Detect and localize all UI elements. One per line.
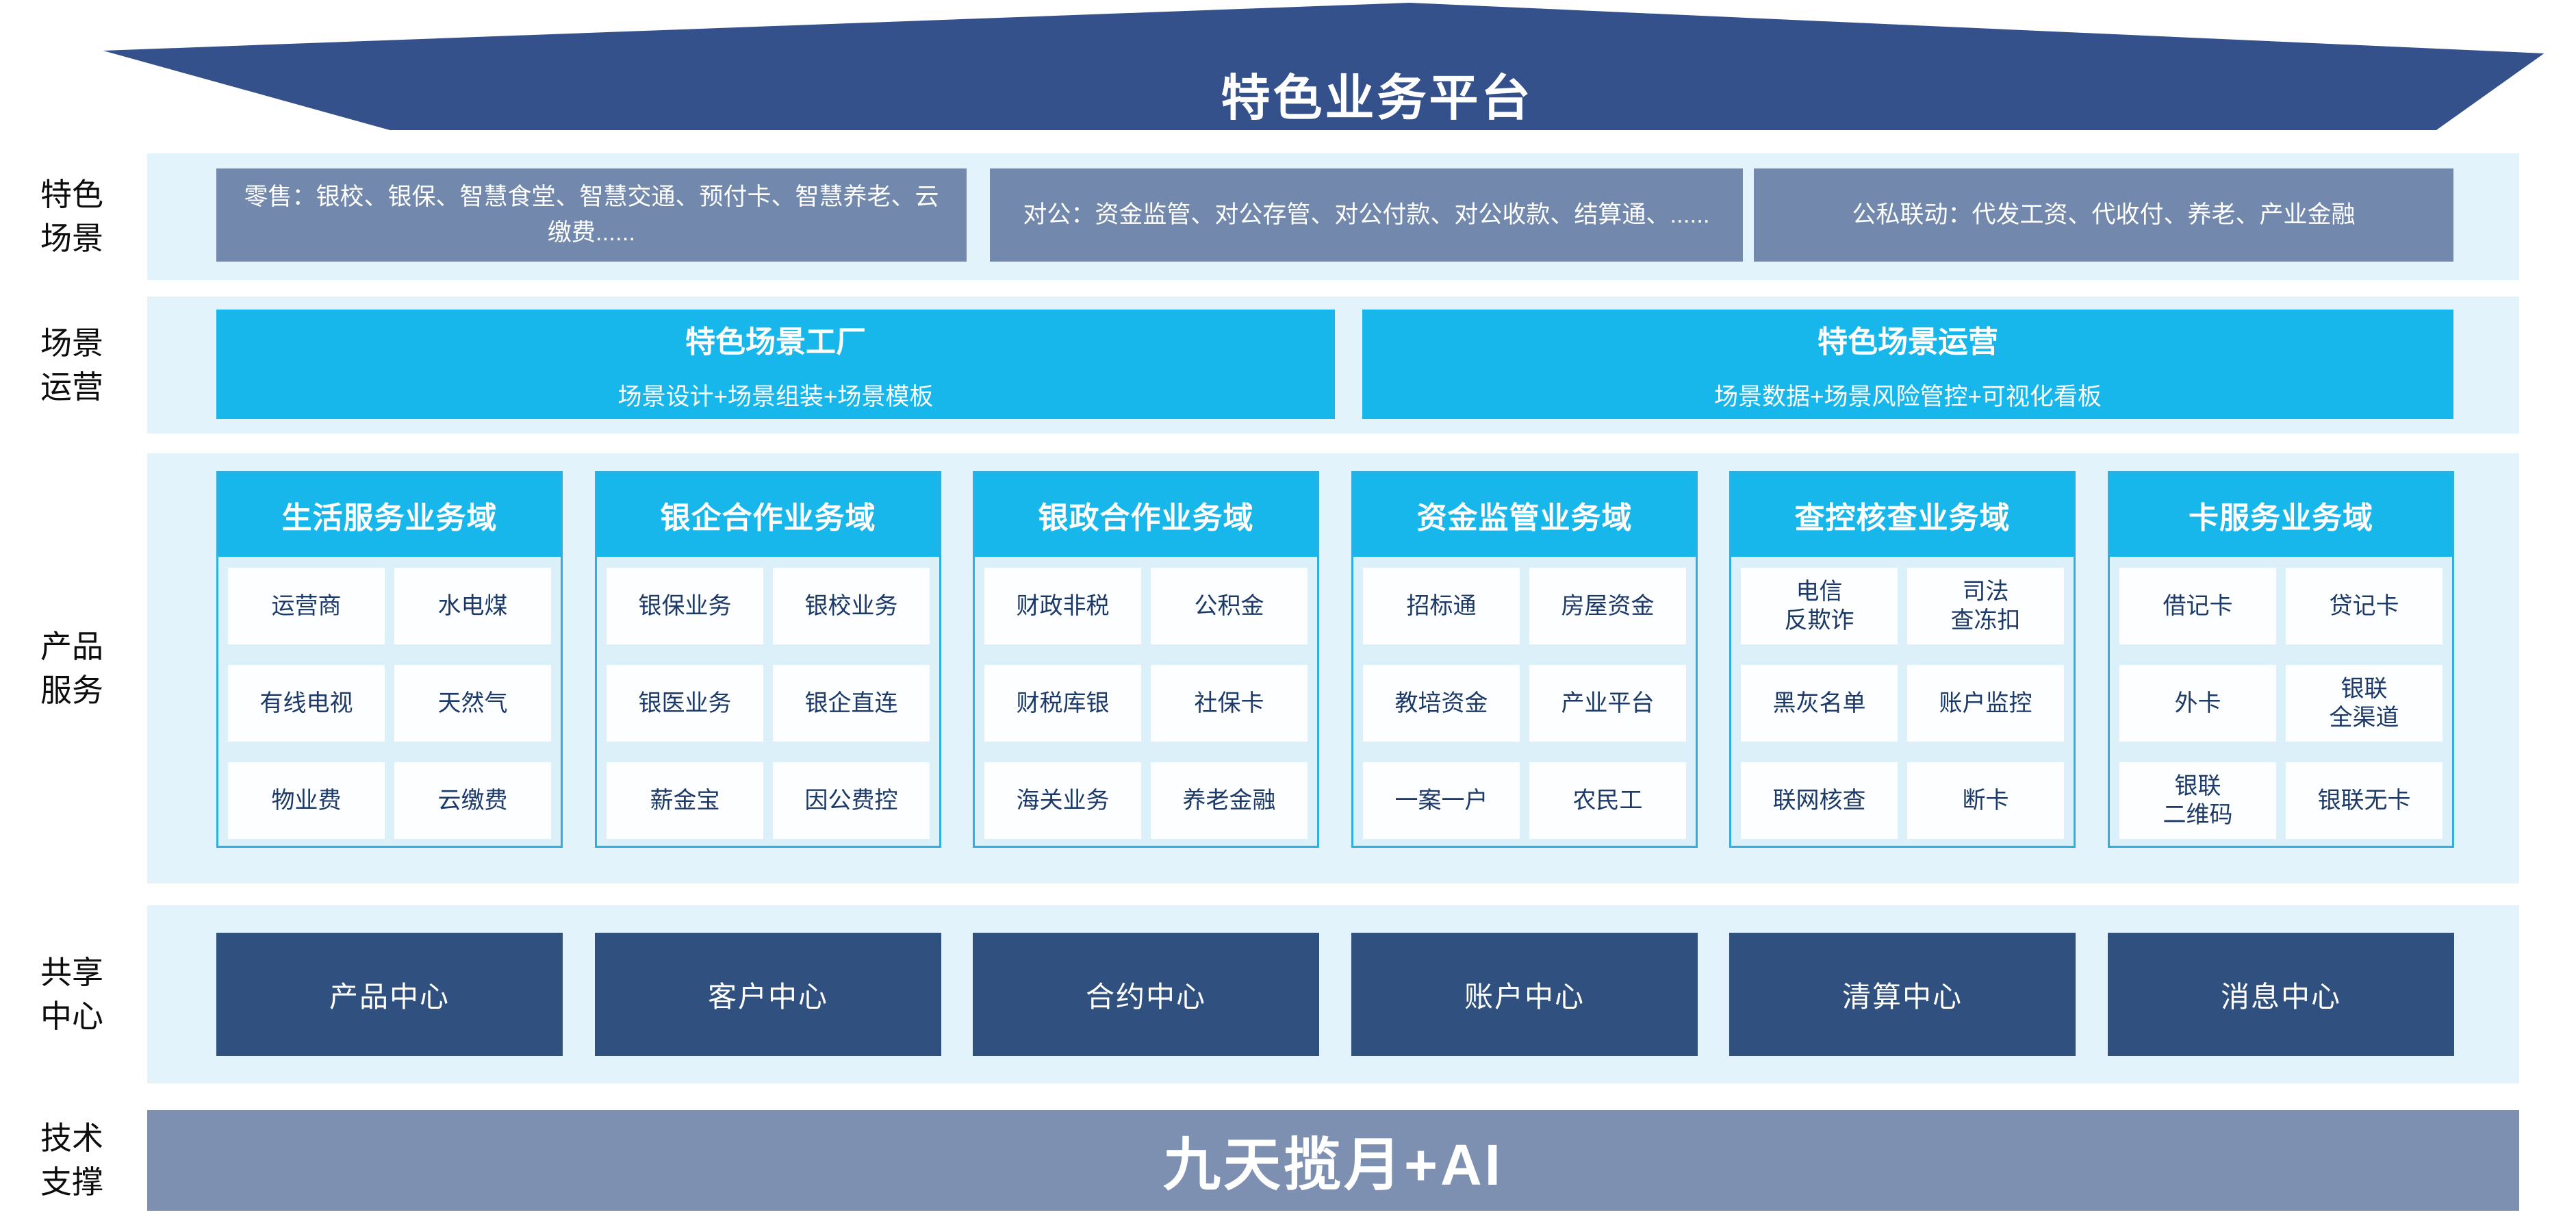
domain-header: 查控核查业务域 bbox=[1731, 473, 2074, 557]
scene-box-retail: 零售：银校、银保、智慧食堂、智慧交通、预付卡、智慧养老、云缴费...... bbox=[216, 168, 967, 262]
domain-panel-bank-government: 银政合作业务域 财政非税 公积金 财税库银 社保卡 海关业务 养老金融 bbox=[973, 471, 1319, 848]
scene-box-corporate: 对公：资金监管、对公存管、对公付款、对公收款、结算通、...... bbox=[990, 168, 1743, 262]
scene-box-linkage: 公私联动：代发工资、代收付、养老、产业金融 bbox=[1754, 168, 2453, 262]
domain-body: 招标通 房屋资金 教培资金 产业平台 一案一户 农民工 bbox=[1353, 557, 1696, 850]
domain-panel-bank-enterprise: 银企合作业务域 银保业务 银校业务 银医业务 银企直连 薪金宝 因公费控 bbox=[595, 471, 941, 848]
domain-cell: 银企直连 bbox=[773, 665, 930, 742]
domain-panel-life-services: 生活服务业务域 运营商 水电煤 有线电视 天然气 物业费 云缴费 bbox=[216, 471, 563, 848]
domain-cell: 房屋资金 bbox=[1529, 568, 1686, 644]
domain-cell: 司法 查冻扣 bbox=[1907, 568, 2064, 644]
domain-cell: 农民工 bbox=[1529, 762, 1686, 839]
domain-body: 银保业务 银校业务 银医业务 银企直连 薪金宝 因公费控 bbox=[597, 557, 939, 850]
domain-cell: 一案一户 bbox=[1363, 762, 1520, 839]
tech-support-bar: 九天揽月+AI bbox=[147, 1110, 2519, 1211]
domain-cell: 借记卡 bbox=[2119, 568, 2276, 644]
row-label-operation: 场景 运营 bbox=[40, 325, 103, 405]
center-box-account: 账户中心 bbox=[1351, 933, 1698, 1056]
domain-header: 银政合作业务域 bbox=[975, 473, 1317, 557]
domain-cell: 云缴费 bbox=[394, 762, 551, 839]
domain-cell: 账户监控 bbox=[1907, 665, 2064, 742]
domain-cell: 公积金 bbox=[1151, 568, 1308, 644]
domain-cell: 有线电视 bbox=[228, 665, 385, 742]
domain-cell: 天然气 bbox=[394, 665, 551, 742]
domain-cell: 教培资金 bbox=[1363, 665, 1520, 742]
op-box-title: 特色场景工厂 bbox=[685, 325, 866, 359]
domain-header: 银企合作业务域 bbox=[597, 473, 939, 557]
domain-cell: 因公费控 bbox=[773, 762, 930, 839]
op-box-scene-operation: 特色场景运营 场景数据+场景风险管控+可视化看板 bbox=[1362, 310, 2453, 419]
domain-cell: 电信 反欺诈 bbox=[1741, 568, 1898, 644]
row-label-products: 产品 服务 bbox=[40, 629, 103, 709]
center-box-contract: 合约中心 bbox=[973, 933, 1319, 1056]
domain-cell: 银校业务 bbox=[773, 568, 930, 644]
center-box-clearing: 清算中心 bbox=[1729, 933, 2076, 1056]
domain-cell: 银医业务 bbox=[607, 665, 763, 742]
domain-cell: 物业费 bbox=[228, 762, 385, 839]
domain-cell: 海关业务 bbox=[984, 762, 1141, 839]
domain-cell: 贷记卡 bbox=[2286, 568, 2443, 644]
op-box-subtitle: 场景设计+场景组装+场景模板 bbox=[617, 383, 934, 410]
domain-panel-inspection: 查控核查业务域 电信 反欺诈 司法 查冻扣 黑灰名单 账户监控 联网核查 断卡 bbox=[1729, 471, 2076, 848]
domain-cell: 财政非税 bbox=[984, 568, 1141, 644]
page-title: 特色业务平台 bbox=[1221, 71, 1533, 126]
domain-panel-fund-supervision: 资金监管业务域 招标通 房屋资金 教培资金 产业平台 一案一户 农民工 bbox=[1351, 471, 1698, 848]
domain-cell: 产业平台 bbox=[1529, 665, 1686, 742]
domain-cell: 财税库银 bbox=[984, 665, 1141, 742]
domain-body: 电信 反欺诈 司法 查冻扣 黑灰名单 账户监控 联网核查 断卡 bbox=[1731, 557, 2074, 850]
domain-cell: 银联 二维码 bbox=[2119, 762, 2276, 839]
op-box-title: 特色场景运营 bbox=[1818, 325, 1998, 359]
domain-cell: 运营商 bbox=[228, 568, 385, 644]
domain-cell: 银联无卡 bbox=[2286, 762, 2443, 839]
domain-cell: 银保业务 bbox=[607, 568, 763, 644]
domain-body: 运营商 水电煤 有线电视 天然气 物业费 云缴费 bbox=[218, 557, 561, 850]
row-label-scenes: 特色 场景 bbox=[40, 177, 103, 257]
domain-cell: 招标通 bbox=[1363, 568, 1520, 644]
domain-header: 资金监管业务域 bbox=[1353, 473, 1696, 557]
domain-body: 借记卡 贷记卡 外卡 银联 全渠道 银联 二维码 银联无卡 bbox=[2110, 557, 2452, 850]
domain-cell: 银联 全渠道 bbox=[2286, 665, 2443, 742]
domain-cell: 黑灰名单 bbox=[1741, 665, 1898, 742]
domain-cell: 社保卡 bbox=[1151, 665, 1308, 742]
domain-cell: 薪金宝 bbox=[607, 762, 763, 839]
domain-cell: 断卡 bbox=[1907, 762, 2064, 839]
domain-panel-card-services: 卡服务业务域 借记卡 贷记卡 外卡 银联 全渠道 银联 二维码 银联无卡 bbox=[2108, 471, 2454, 848]
domain-cell: 外卡 bbox=[2119, 665, 2276, 742]
domain-body: 财政非税 公积金 财税库银 社保卡 海关业务 养老金融 bbox=[975, 557, 1317, 850]
domain-cell: 联网核查 bbox=[1741, 762, 1898, 839]
domain-cell: 水电煤 bbox=[394, 568, 551, 644]
center-box-customer: 客户中心 bbox=[595, 933, 941, 1056]
center-box-product: 产品中心 bbox=[216, 933, 563, 1056]
domain-header: 卡服务业务域 bbox=[2110, 473, 2452, 557]
row-label-tech: 技术 支撑 bbox=[40, 1120, 103, 1200]
op-box-subtitle: 场景数据+场景风险管控+可视化看板 bbox=[1714, 383, 2102, 410]
domain-cell: 养老金融 bbox=[1151, 762, 1308, 839]
op-box-scene-factory: 特色场景工厂 场景设计+场景组装+场景模板 bbox=[216, 310, 1335, 419]
center-box-message: 消息中心 bbox=[2108, 933, 2454, 1056]
row-label-centers: 共享 中心 bbox=[40, 955, 103, 1035]
domain-header: 生活服务业务域 bbox=[218, 473, 561, 557]
